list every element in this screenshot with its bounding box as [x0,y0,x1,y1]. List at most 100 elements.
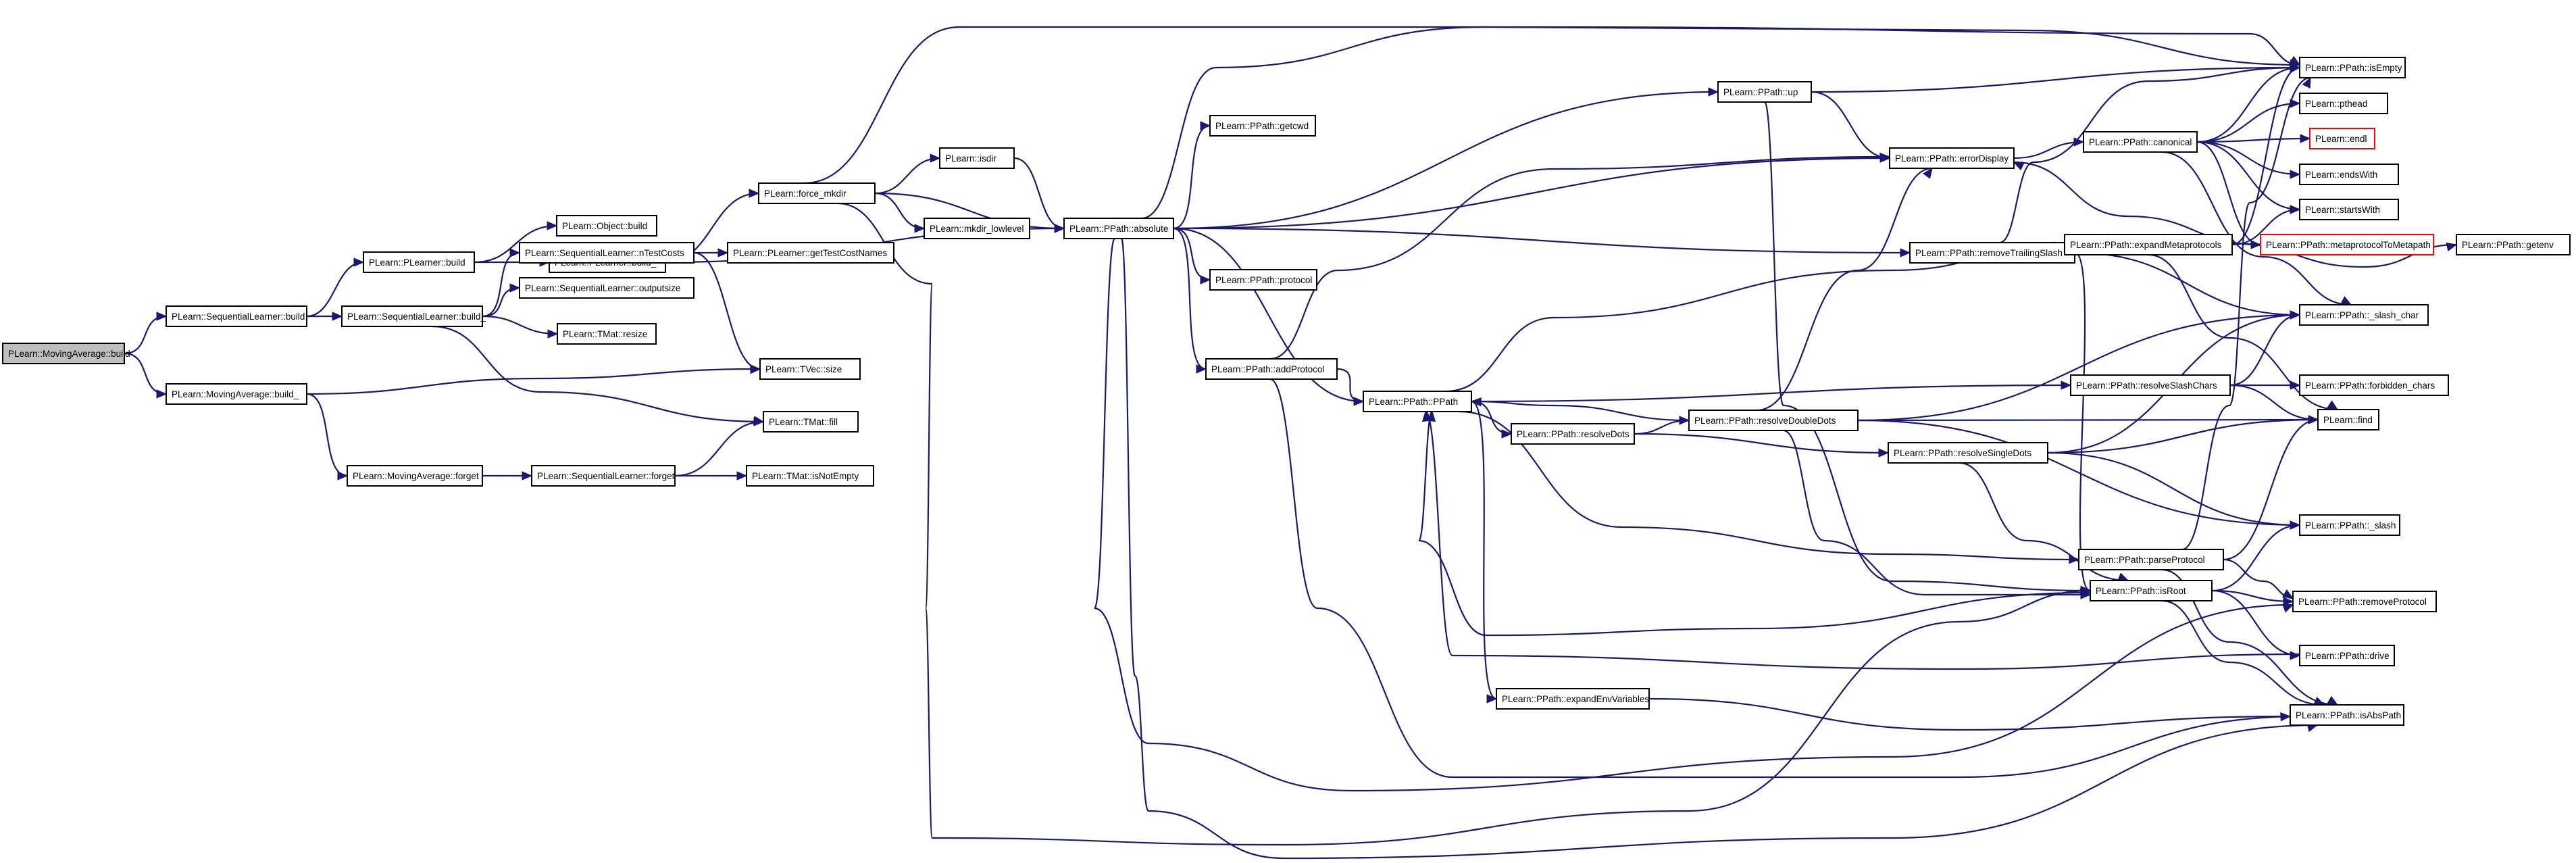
node-pp-resolvedoubledots[interactable]: PLearn::PPath::resolveDoubleDots [1688,410,1859,431]
node-box[interactable] [2260,234,2434,255]
node-box[interactable] [557,323,657,345]
node-force-mkdir[interactable]: PLearn::force_mkdir [758,182,876,204]
node-pp-absolute[interactable]: PLearn::PPath::absolute [1063,218,1174,239]
node-box[interactable] [1717,81,1812,103]
node-pp-getcwd[interactable]: PLearn::PPath::getcwd [1209,115,1316,137]
node-isdir[interactable]: PLearn::isdir [939,147,1015,169]
node-ma-build[interactable]: PLearn::MovingAverage::build [2,343,130,364]
node-pp-isabspath[interactable]: PLearn::PPath::isAbsPath [2290,704,2404,726]
node-box[interactable] [1209,115,1316,137]
node-box[interactable] [556,215,657,237]
node-box[interactable] [1363,391,1472,412]
node-box[interactable] [2299,164,2399,185]
node-startswith[interactable]: PLearn::startsWith [2299,199,2399,220]
node-pl-gtcn[interactable]: PLearn::PLearner::getTestCostNames [727,242,894,264]
node-box[interactable] [2292,591,2437,612]
node-box[interactable] [347,465,483,487]
node-box[interactable] [1909,242,2075,264]
node-pp-slashchar[interactable]: PLearn::PPath::_slash_char [2299,304,2429,326]
node-box[interactable] [939,147,1015,169]
node-box[interactable] [166,305,307,327]
node-pp-isempty[interactable]: PLearn::PPath::isEmpty [2299,57,2406,78]
node-pp-parseprotocol[interactable]: PLearn::PPath::parseProtocol [2078,549,2224,570]
node-pp-removetrailing[interactable]: PLearn::PPath::removeTrailingSlash [1909,242,2075,264]
node-pp-resolvedots[interactable]: PLearn::PPath::resolveDots [1511,423,1635,445]
node-box[interactable] [1888,442,2048,464]
node-tmat-fill[interactable]: PLearn::TMat::fill [763,411,859,433]
node-box[interactable] [727,242,894,264]
node-box[interactable] [746,465,874,487]
node-sl-forget[interactable]: PLearn::SequentialLearner::forget [531,465,676,487]
node-sl-build[interactable]: PLearn::SequentialLearner::build [166,305,307,327]
node-box[interactable] [166,383,307,405]
node-endswith[interactable]: PLearn::endsWith [2299,164,2399,185]
node-pp-resolveslash[interactable]: PLearn::PPath::resolveSlashChars [2070,374,2231,396]
node-pp-drive[interactable]: PLearn::PPath::drive [2299,645,2395,666]
node-pp-resolvesingledots[interactable]: PLearn::PPath::resolveSingleDots [1888,442,2048,464]
node-obj-build[interactable]: PLearn::Object::build [556,215,657,237]
node-box[interactable] [763,411,859,433]
node-pp-metatometa[interactable]: PLearn::PPath::metaprotocolToMetapath [2260,234,2434,255]
node-box[interactable] [2456,234,2571,255]
node-pp-getenv[interactable]: PLearn::PPath::getenv [2456,234,2571,255]
node-box[interactable] [531,465,676,487]
node-sl-build-[interactable]: PLearn::SequentialLearner::build_ [341,305,486,327]
node-box[interactable] [2299,199,2399,220]
node-box[interactable] [519,277,694,299]
node-box[interactable] [758,182,876,204]
node-label: PLearn::SequentialLearner::forget [537,471,675,481]
node-pp-addprotocol[interactable]: PLearn::PPath::addProtocol [1205,358,1338,380]
node-box[interactable] [2064,234,2233,255]
node-box[interactable] [1511,423,1635,445]
node-pp-expandenv[interactable]: PLearn::PPath::expandEnvVariables [1496,688,1650,710]
node-box[interactable] [2299,374,2449,396]
node-box[interactable] [2299,57,2406,78]
node-box[interactable] [2299,645,2395,666]
node-tvec-size[interactable]: PLearn::TVec::size [759,358,861,380]
node-pthread[interactable]: PLearn::pthead [2299,93,2388,114]
node-pp-forbidden[interactable]: PLearn::PPath::forbidden_chars [2299,374,2449,396]
node-sl-ntc[interactable]: PLearn::SequentialLearner::nTestCosts [519,242,694,264]
node-box[interactable] [1688,410,1859,431]
node-pp-canonical[interactable]: PLearn::PPath::canonical [2083,131,2198,153]
node-box[interactable] [2309,128,2375,149]
edge-arrowhead [1922,167,1933,179]
node-pp-protocol[interactable]: PLearn::PPath::protocol [1209,269,1317,291]
node-pp-removeprotocol[interactable]: PLearn::PPath::removeProtocol [2292,591,2437,612]
node-pp-ppath[interactable]: PLearn::PPath::PPath [1363,391,1472,412]
node-ma-forget[interactable]: PLearn::MovingAverage::forget [347,465,483,487]
node-pp-up[interactable]: PLearn::PPath::up [1717,81,1812,103]
node-box[interactable] [2070,374,2231,396]
node-box[interactable] [2078,549,2224,570]
node-ma-build-[interactable]: PLearn::MovingAverage::build_ [166,383,307,405]
node-mkdir-ll[interactable]: PLearn::mkdir_lowlevel [924,218,1030,239]
node-box[interactable] [1496,688,1650,710]
node-pp-isroot[interactable]: PLearn::PPath::isRoot [2090,580,2213,601]
node-box[interactable] [2090,580,2213,601]
node-pl-build[interactable]: PLearn::PLearner::build [363,251,475,273]
node-box[interactable] [363,251,475,273]
node-box[interactable] [1205,358,1338,380]
node-box[interactable] [2299,514,2400,536]
node-pp-errordisplay[interactable]: PLearn::PPath::errorDisplay [1889,147,2015,169]
node-endl[interactable]: PLearn::endl [2309,128,2375,149]
node-box[interactable] [2083,131,2198,153]
node-find[interactable]: PLearn::find [2317,409,2379,430]
node-box[interactable] [2299,93,2388,114]
node-box[interactable] [924,218,1030,239]
node-tmat-resize[interactable]: PLearn::TMat::resize [557,323,657,345]
node-box[interactable] [2317,409,2379,430]
node-box[interactable] [2299,304,2429,326]
node-box[interactable] [519,242,694,264]
node-tmat-ine[interactable]: PLearn::TMat::isNotEmpty [746,465,874,487]
node-pp-expandmeta[interactable]: PLearn::PPath::expandMetaprotocols [2064,234,2233,255]
node-box[interactable] [2,343,125,364]
node-box[interactable] [1209,269,1317,291]
node-box[interactable] [1889,147,2015,169]
node-box[interactable] [2290,704,2404,726]
node-sl-os[interactable]: PLearn::SequentialLearner::outputsize [519,277,694,299]
node-box[interactable] [759,358,861,380]
node-box[interactable] [341,305,483,327]
node-pp-slash[interactable]: PLearn::PPath::_slash [2299,514,2400,536]
node-box[interactable] [1063,218,1174,239]
